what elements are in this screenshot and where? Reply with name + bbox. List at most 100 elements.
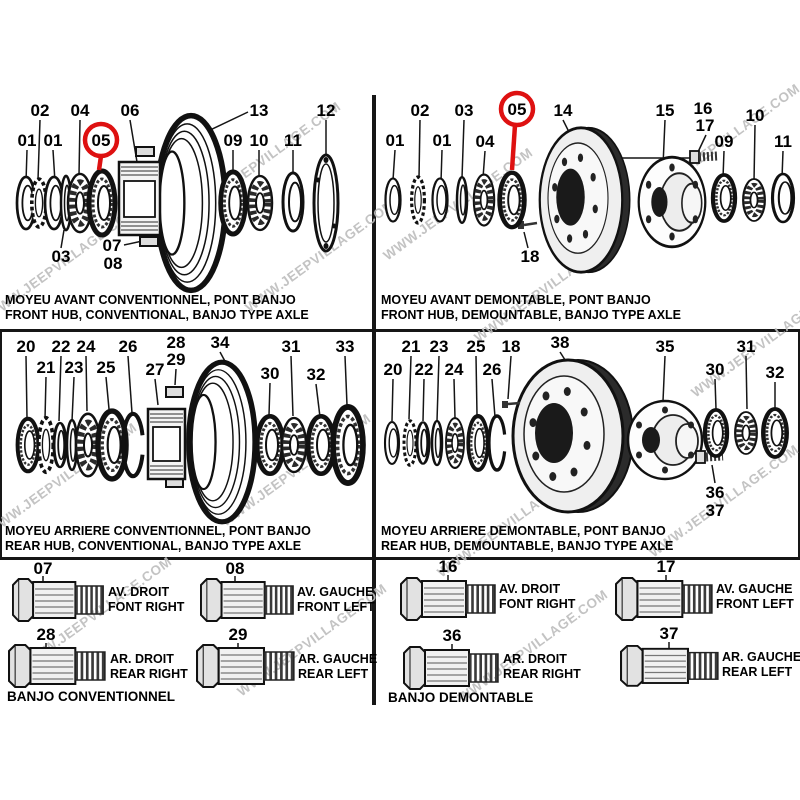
stud-bolt-37 — [621, 646, 718, 686]
part-label-18: 18 — [502, 337, 521, 356]
part-screw-18 — [502, 401, 521, 408]
rear-conventional-diagram: 20 22 24 26 28 34 31 33 21 23 25 27 29 3… — [0, 333, 372, 557]
bolt-desc: AV. GAUCHE — [716, 582, 792, 596]
part-label-31: 31 — [737, 337, 756, 356]
part-label-34: 34 — [211, 333, 230, 352]
front-conventional-caption: MOYEU AVANT CONVENTIONNEL, PONT BANJO FR… — [5, 293, 309, 322]
caption-line-fr: MOYEU AVANT CONVENTIONNEL, PONT BANJO — [5, 293, 296, 307]
banjo-demountable-title: BANJO DEMONTABLE — [388, 690, 534, 705]
part-label-27: 27 — [146, 360, 165, 379]
drum-13 — [135, 116, 225, 291]
part-bearing-04 — [474, 175, 494, 226]
part-label-05-highlighted: 05 — [508, 100, 527, 119]
part-label-22: 22 — [52, 337, 71, 356]
part-ring-30 — [705, 410, 727, 456]
part-label-25: 25 — [467, 337, 486, 356]
part-hub-35 — [626, 399, 704, 481]
part-label-32: 32 — [766, 363, 785, 382]
highlight-circle-05 — [82, 121, 120, 171]
part-label-11: 11 — [284, 131, 302, 150]
part-label-21: 21 — [402, 337, 421, 356]
bolt-label-29: 29 — [229, 625, 248, 644]
part-label-06: 06 — [121, 101, 140, 120]
part-ring-20 — [383, 420, 401, 466]
part-cup-30 — [257, 416, 283, 474]
part-hub-15 — [637, 155, 707, 249]
part-bolt-16-17 — [689, 150, 718, 164]
part-cup-09 — [221, 172, 246, 234]
part-label-20: 20 — [17, 337, 36, 356]
part-lockwasher-02 — [409, 175, 427, 225]
part-label-12: 12 — [317, 101, 336, 120]
part-label-15: 15 — [656, 101, 675, 120]
part-label-17: 17 — [696, 116, 715, 135]
stud-bolt-36 — [404, 647, 498, 689]
part-label-38: 38 — [551, 333, 570, 352]
part-label-08: 08 — [104, 254, 123, 273]
part-label-10: 10 — [250, 131, 269, 150]
part-screw-18 — [518, 221, 538, 229]
rear-demountable-caption: MOYEU ARRIERE DEMONTABLE, PONT BANJO REA… — [381, 524, 673, 553]
bolt-desc: AR. GAUCHE — [722, 650, 800, 664]
part-gasket-12 — [312, 153, 340, 253]
part-bearing-10 — [743, 179, 765, 221]
part-label-26: 26 — [119, 337, 138, 356]
part-bearing-31 — [735, 412, 757, 454]
horizontal-divider-top — [0, 329, 800, 332]
front-demountable-caption: MOYEU AVANT DEMONTABLE, PONT BANJO FRONT… — [381, 293, 681, 322]
wheel-stud — [139, 236, 159, 247]
bolt-label-07: 07 — [34, 559, 53, 578]
bolt-desc: REAR LEFT — [722, 665, 793, 679]
part-ringnut-05 — [89, 171, 115, 235]
part-nut-33 — [333, 407, 363, 483]
bolt-label-37: 37 — [660, 624, 679, 643]
part-label-21: 21 — [37, 358, 56, 377]
wheel-stud — [165, 386, 184, 398]
part-label-30: 30 — [261, 364, 280, 383]
vertical-divider — [372, 95, 376, 705]
part-label-25: 25 — [97, 358, 116, 377]
part-cup-09 — [713, 175, 735, 221]
drum-38 — [511, 358, 635, 514]
bolt-desc: AR. GAUCHE — [298, 652, 377, 666]
banjo-conventional-diagram: 07 08 28 29 AV. DROIT FONT RIGHT AV. GAU… — [0, 559, 377, 710]
stud-bolt-08 — [201, 579, 293, 621]
part-cup-25 — [468, 416, 488, 470]
bolt-label-28: 28 — [37, 625, 56, 644]
part-label-31: 31 — [282, 337, 301, 356]
part-label-04: 04 — [71, 101, 90, 120]
bolt-desc: AR. DROIT — [110, 652, 174, 666]
part-label-01b: 01 — [44, 131, 63, 150]
part-label-37: 37 — [706, 501, 725, 520]
part-label-18: 18 — [521, 247, 540, 266]
bolt-desc: REAR LEFT — [298, 667, 369, 681]
part-washer-22 — [415, 420, 431, 466]
part-washer-03 — [455, 175, 469, 225]
part-label-24: 24 — [77, 337, 96, 356]
part-label-07: 07 — [103, 236, 122, 255]
part-label-23: 23 — [65, 358, 84, 377]
part-hub-06 — [117, 160, 162, 237]
part-washer-22 — [52, 421, 68, 469]
part-hub-27 — [146, 407, 187, 481]
part-ringnut-05 — [500, 173, 525, 227]
stud-bolt-16 — [401, 578, 495, 620]
caption-line-en: REAR HUB, CONVENTIONAL, BANJO TYPE AXLE — [5, 538, 302, 553]
part-cup-32 — [308, 416, 334, 474]
part-label-02: 02 — [31, 101, 50, 120]
highlight-circle-05 — [498, 90, 536, 171]
front-demountable-diagram: 02 03 05 14 15 16 17 10 01 01 04 09 11 1… — [384, 90, 796, 274]
part-seal-11 — [770, 172, 796, 224]
front-conventional-diagram: 02 04 06 13 12 01 01 05 09 10 11 03 07 0… — [15, 101, 340, 330]
part-label-30: 30 — [706, 360, 725, 379]
part-washer-23 — [430, 419, 444, 467]
part-label-09: 09 — [224, 131, 243, 150]
part-label-02: 02 — [411, 101, 430, 120]
caption-line-fr: MOYEU ARRIERE DEMONTABLE, PONT BANJO — [381, 524, 666, 538]
bolt-label-36: 36 — [443, 626, 462, 645]
part-label-10: 10 — [746, 106, 765, 125]
banjo-conventional-title: BANJO CONVENTIONNEL — [7, 689, 176, 704]
part-bearing-10 — [248, 176, 272, 230]
bolt-desc: REAR RIGHT — [110, 667, 188, 681]
part-label-26: 26 — [483, 360, 502, 379]
